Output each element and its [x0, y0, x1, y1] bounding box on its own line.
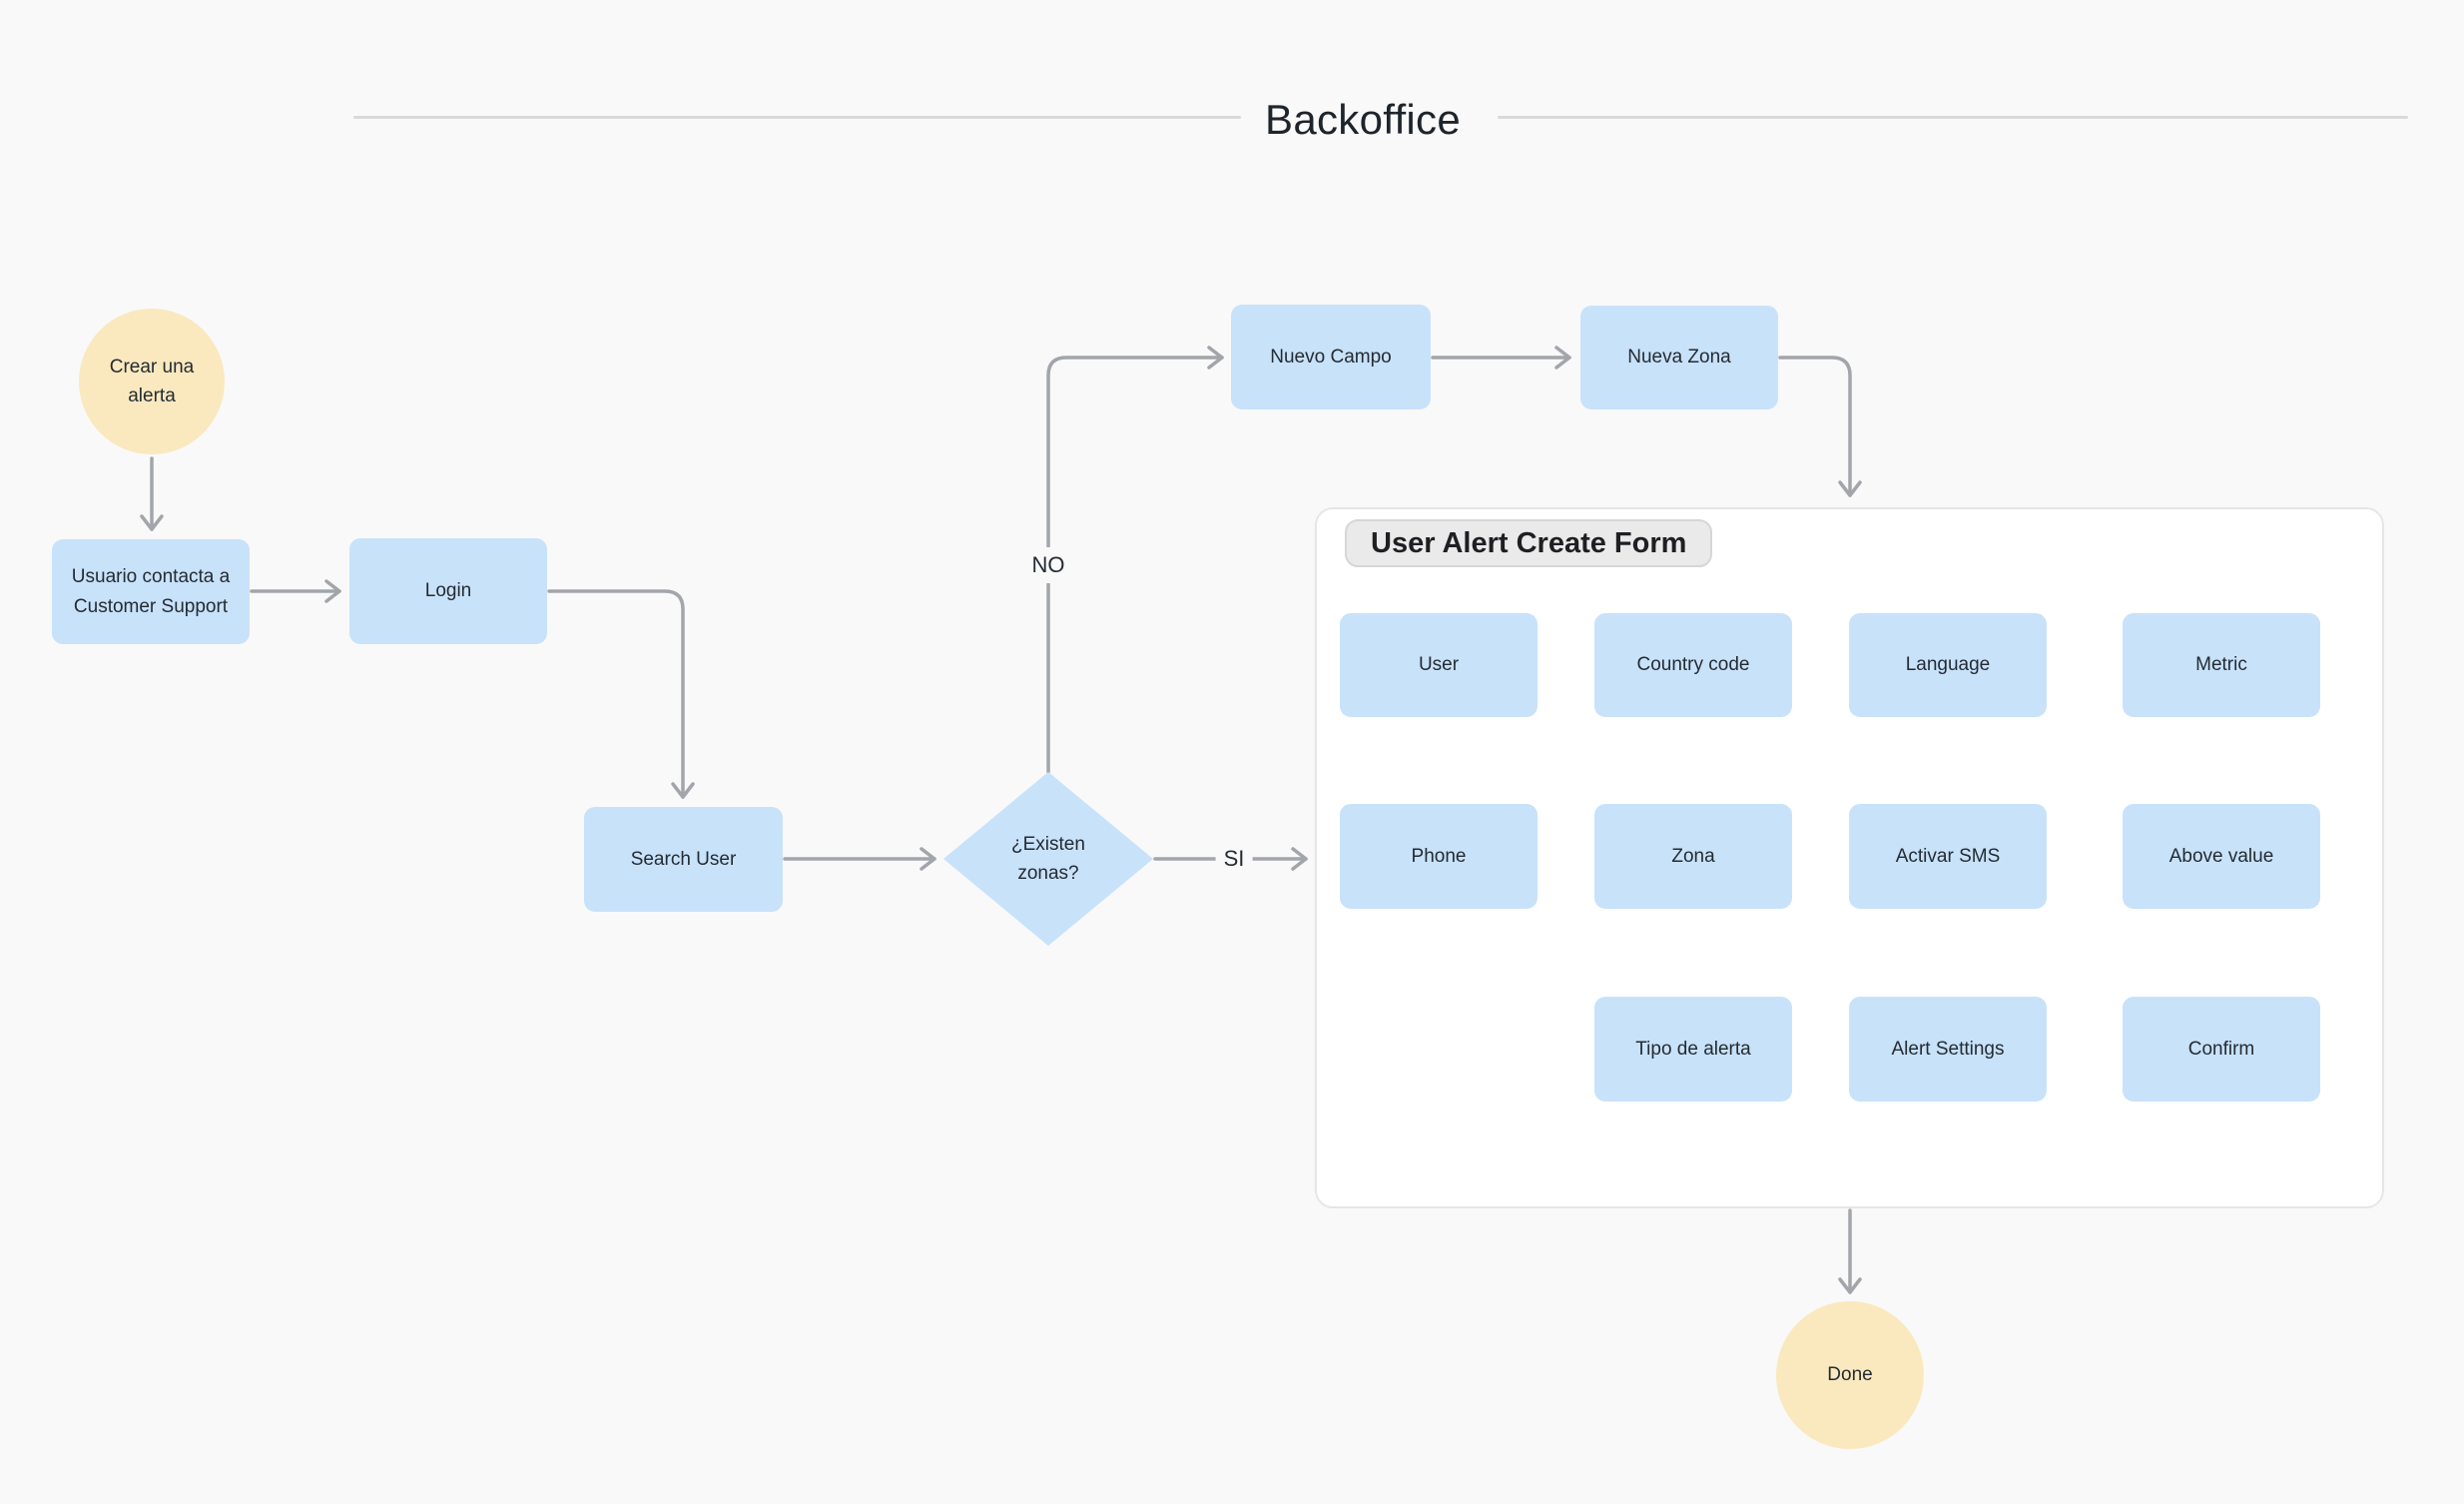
- node-zona: Zona: [1594, 804, 1792, 909]
- node-confirm: Confirm: [2123, 997, 2320, 1102]
- node-tipo-de-alerta-label: Tipo de alerta: [1635, 1038, 1751, 1060]
- node-start: Crear una alerta: [79, 309, 225, 454]
- node-above-value-label: Above value: [2168, 845, 2274, 867]
- node-metric-label: Metric: [2195, 654, 2247, 676]
- node-nuevo-campo-label: Nuevo Campo: [1270, 346, 1392, 368]
- node-alert-settings: Alert Settings: [1849, 997, 2047, 1102]
- node-decision-existen-zonas: ¿Existen zonas?: [943, 772, 1153, 946]
- node-start-label: Crear una alerta: [109, 356, 195, 406]
- node-user-label: User: [1418, 654, 1460, 676]
- node-language: Language: [1849, 613, 2047, 717]
- node-phone: Phone: [1340, 804, 1538, 909]
- node-activar-sms: Activar SMS: [1849, 804, 2047, 909]
- node-country-code: Country code: [1594, 613, 1792, 717]
- form-title: User Alert Create Form: [1371, 526, 1687, 559]
- node-contact-support-label: Usuario contacta a Customer Support: [71, 566, 231, 617]
- node-contact-support: Usuario contacta a Customer Support: [52, 539, 250, 644]
- title-rule-left: [353, 116, 1241, 119]
- node-country-code-label: Country code: [1636, 654, 1750, 676]
- node-nuevo-campo: Nuevo Campo: [1231, 305, 1431, 409]
- node-nueva-zona-label: Nueva Zona: [1627, 347, 1731, 369]
- node-done: Done: [1776, 1301, 1924, 1449]
- edge-decision-no-to-nuevo-campo: [1046, 346, 1224, 774]
- node-language-label: Language: [1905, 654, 1991, 676]
- edge-label-si: SI: [1215, 841, 1253, 877]
- node-nueva-zona: Nueva Zona: [1580, 306, 1778, 409]
- node-activar-sms-label: Activar SMS: [1895, 845, 2001, 867]
- edge-nueva-zona-to-form: [1778, 356, 1862, 497]
- edge-login-to-search: [547, 589, 695, 799]
- node-user: User: [1340, 613, 1538, 717]
- form-title-pill: User Alert Create Form: [1345, 519, 1713, 567]
- page-title: Backoffice: [1265, 96, 1461, 143]
- node-tipo-de-alerta: Tipo de alerta: [1594, 997, 1792, 1102]
- node-confirm-label: Confirm: [2187, 1038, 2255, 1060]
- node-done-label: Done: [1827, 1364, 1873, 1386]
- node-decision-label: ¿Existen zonas?: [1011, 833, 1085, 884]
- node-login-label: Login: [424, 580, 472, 602]
- node-search-user: Search User: [584, 807, 783, 912]
- node-login: Login: [349, 538, 547, 644]
- node-phone-label: Phone: [1411, 845, 1467, 867]
- node-alert-settings-label: Alert Settings: [1891, 1038, 2005, 1060]
- edge-label-no: NO: [1023, 547, 1073, 583]
- node-search-user-label: Search User: [630, 848, 737, 870]
- node-above-value: Above value: [2123, 804, 2320, 909]
- node-zona-label: Zona: [1671, 845, 1715, 867]
- title-rule-right: [1498, 116, 2408, 119]
- node-metric: Metric: [2123, 613, 2320, 717]
